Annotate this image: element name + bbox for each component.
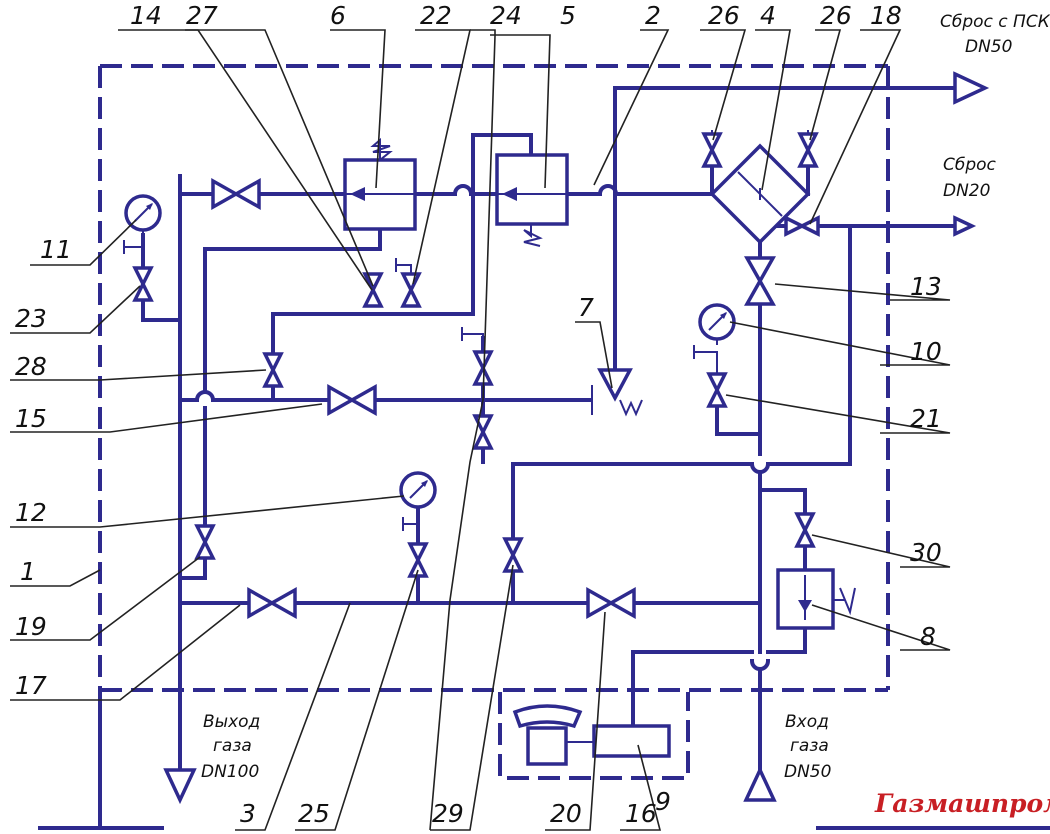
label-1: 1 xyxy=(20,557,36,586)
label-10: 10 xyxy=(910,337,942,366)
gate-valve-15 xyxy=(327,385,377,415)
label-5: 5 xyxy=(560,1,576,30)
label-16: 16 xyxy=(625,799,657,828)
needle-valve-18 xyxy=(784,216,820,236)
needle-valve-26b xyxy=(798,132,818,168)
label-30: 30 xyxy=(910,538,942,567)
inlet-line3: DN50 xyxy=(784,762,831,782)
outlet-line3: DN100 xyxy=(201,762,259,782)
label-9b: 9 xyxy=(655,787,671,816)
needle-valve-30 xyxy=(795,512,815,548)
label-21: 21 xyxy=(910,404,942,433)
label-28: 28 xyxy=(15,352,47,381)
shutoff-valve-6 xyxy=(343,137,417,231)
inlet-line1: Вход xyxy=(785,712,829,732)
label-22: 22 xyxy=(420,1,452,30)
gate-valve-14 xyxy=(211,179,261,209)
label-15: 15 xyxy=(15,404,47,433)
filter-4 xyxy=(709,143,811,245)
label-26b: 26 xyxy=(820,1,852,30)
leader-lines xyxy=(10,29,951,831)
label-7: 7 xyxy=(578,293,594,322)
relief-psk-dn: DN50 xyxy=(965,37,1012,57)
label-6: 6 xyxy=(330,1,346,30)
gate-valve-16 xyxy=(586,588,636,618)
needle-valve-19 xyxy=(195,524,215,560)
watermark-logo: Газмашпром xyxy=(874,789,1050,818)
inlet-line2: газа xyxy=(790,736,829,756)
position-labels: 14 27 6 22 24 5 2 26 4 26 18 11 23 28 15… xyxy=(15,1,942,828)
label-23: 23 xyxy=(15,304,47,333)
gate-valve-17 xyxy=(247,588,297,618)
label-24: 24 xyxy=(490,1,522,30)
relief-valve-5 xyxy=(495,153,569,247)
label-3: 3 xyxy=(240,799,256,828)
label-14: 14 xyxy=(130,1,162,30)
label-19: 19 xyxy=(15,612,47,641)
label-20: 20 xyxy=(550,799,582,828)
relief-title: Сброс xyxy=(943,155,997,175)
gauge-12 xyxy=(399,471,437,509)
odorizer-9 xyxy=(512,704,671,766)
gauge-10 xyxy=(698,303,736,341)
needle-valve-27 xyxy=(363,272,383,308)
pressure-gauges xyxy=(124,194,736,509)
label-2: 2 xyxy=(645,1,661,30)
label-4: 4 xyxy=(760,1,776,30)
ground-lines xyxy=(38,688,1050,830)
label-25: 25 xyxy=(298,799,330,828)
relief-psk-title: Сброс с ПСК xyxy=(940,12,1050,32)
needle-valve-22 xyxy=(401,272,421,308)
annotations: Сброс с ПСК DN50 Сброс DN20 Выход газа D… xyxy=(201,12,1050,782)
label-8: 8 xyxy=(920,622,936,651)
label-17: 17 xyxy=(15,671,47,700)
label-11: 11 xyxy=(40,235,72,264)
relief-dn: DN20 xyxy=(943,181,990,201)
outlet-line1: Выход xyxy=(203,712,260,732)
gate-valve-13 xyxy=(745,256,775,306)
label-18: 18 xyxy=(870,1,902,30)
label-29: 29 xyxy=(432,799,464,828)
label-27: 27 xyxy=(186,1,218,30)
needle-valve-28 xyxy=(263,352,283,388)
label-12: 12 xyxy=(15,498,47,527)
needle-valve-29 xyxy=(473,414,493,450)
flow-arrows xyxy=(163,71,990,805)
outlet-line2: газа xyxy=(213,736,252,756)
needle-valve-21 xyxy=(707,372,727,408)
valves xyxy=(133,132,820,618)
regulator-8 xyxy=(776,568,856,630)
valve-7-mark xyxy=(591,385,643,417)
label-13: 13 xyxy=(910,272,942,301)
needle-valve-26a xyxy=(702,132,722,168)
needle-valve-23 xyxy=(133,266,153,302)
label-26a: 26 xyxy=(708,1,740,30)
